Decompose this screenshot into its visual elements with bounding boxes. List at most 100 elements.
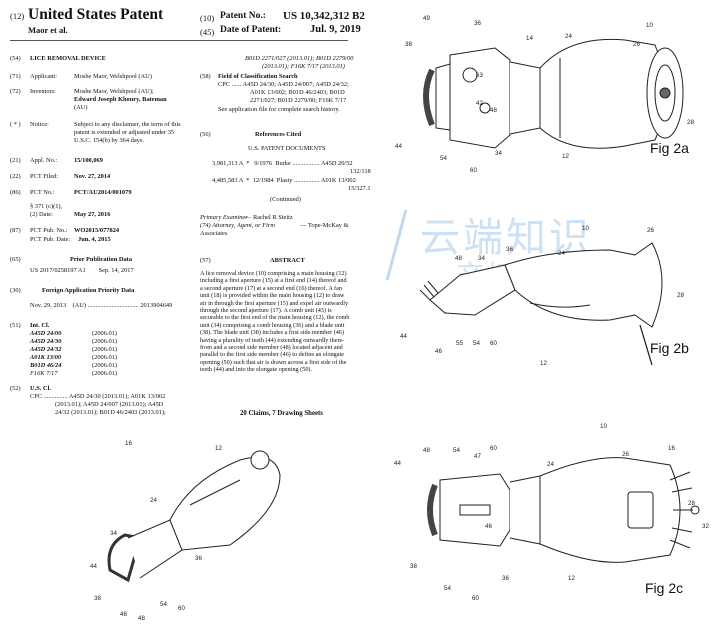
header-rule — [10, 40, 348, 41]
abstract-line: opening (50) such that air is drawn acro… — [200, 358, 347, 366]
ref-num: 60 — [490, 445, 497, 452]
kind-code-10: (10) — [200, 13, 215, 23]
ref-num: 60 — [472, 595, 479, 602]
cpc-line-1: CPC ............... A45D 24/30 (2013.01)… — [30, 393, 166, 400]
patent-no-label: Patent No.: — [220, 11, 266, 21]
ref-num: 32 — [702, 523, 709, 530]
ref-num: 54 — [160, 601, 167, 608]
ref-num: 60 — [470, 167, 477, 174]
abstract-line: A lice removal device (10) comprising a … — [200, 270, 347, 277]
cpc-continued-2: (2013.01); F16K 7/17 (2013.01) — [262, 63, 345, 70]
us-docs-title: U.S. PATENT DOCUMENTS — [248, 145, 326, 152]
ref-num: 34 — [478, 255, 485, 262]
figure-2a: 49 36 10 38 63 14 24 26 42 48 28 44 54 6… — [395, 15, 694, 174]
ref-num: 28 — [677, 292, 684, 299]
cpc-continued-1: B01D 2271/027 (2013.01); B01D 2279/00 — [245, 55, 354, 62]
fig-2b-label: Fig 2b — [650, 340, 689, 356]
reference-1: 3,981,313 A * 9/1976 Burke .............… — [212, 160, 353, 167]
applicant-name: Moshe Maor, Welshpool (AU) — [74, 73, 152, 80]
fig-2a-label: Fig 2a — [650, 140, 689, 156]
ref-num: 46 — [120, 611, 127, 618]
ref-num: 26 — [633, 41, 640, 48]
notice-row: ( * ) Notice: Subject to any disclaimer,… — [10, 121, 181, 144]
ref-num: 42 — [476, 100, 483, 107]
inventor-short: Maor et al. — [28, 25, 68, 35]
ref-num: 46 — [435, 348, 442, 355]
ref-num: 10 — [646, 22, 653, 29]
kind-code-12: (12) — [10, 11, 25, 21]
reference-2-class: 15/327.1 — [348, 185, 371, 192]
prior-pub-row: US 2017/0258197 A1 Sep. 14, 2017 — [30, 267, 134, 274]
ref-num: 44 — [400, 333, 407, 340]
abstract-line: from and a second side member (48) locat… — [200, 344, 343, 352]
abstract-line: having a plurality of teeth (44) extendi… — [200, 336, 345, 344]
ref-num: 38 — [94, 595, 101, 602]
intcl-item: B01D 46/24 (2006.01) — [30, 362, 118, 369]
ref-num: 38 — [410, 563, 417, 570]
abstract-line: through the second aperture (17). A comb… — [200, 307, 332, 315]
ref-num: 36 — [506, 246, 513, 253]
cpc-line-3: 24/32 (2013.01); B01D 46/2403 (2013.01); — [55, 409, 166, 416]
intcl-item: F16K 7/17 (2006.01) — [30, 370, 118, 377]
abstract-line: a second aperture (17) at a second end (… — [200, 284, 342, 292]
patent-date: Jul. 9, 2019 — [310, 24, 361, 35]
figure-2c: 10 48 54 47 60 24 26 16 44 46 38 54 60 3… — [394, 423, 709, 602]
attorney-row-2: Associates — [200, 230, 228, 237]
foreign-row: Nov. 29, 2013 (AU) .....................… — [30, 302, 173, 309]
ref-num: 54 — [473, 340, 480, 347]
invention-title: LICE REMOVAL DEVICE — [30, 55, 106, 62]
ref-num: 10 — [600, 423, 607, 430]
ref-num: 44 — [90, 563, 97, 570]
ref-num: 36 — [195, 555, 202, 562]
ref-num: 48 — [455, 255, 462, 262]
document-title: United States Patent — [28, 6, 164, 23]
cpc-line-2: (2013.01); A45D 24/007 (2013.01); A45D — [55, 401, 164, 408]
ref-num: 12 — [540, 360, 547, 367]
s371-date-row: (2) Date: May 27, 2016 — [30, 211, 111, 218]
ref-num: 49 — [423, 15, 430, 22]
abstract-line: including a first aperture (15) at a fir… — [200, 277, 347, 285]
intcl-item: A45D 24/00 (2006.01) — [30, 330, 118, 337]
kind-code-45: (45) — [200, 27, 215, 37]
ref-num: 12 — [215, 445, 222, 452]
ref-num: 12 — [562, 153, 569, 160]
ref-num: 28 — [688, 500, 695, 507]
field-line-4: See application file for complete search… — [218, 106, 340, 113]
intcl-item: A45D 24/30 (2006.01) — [30, 338, 118, 345]
ref-num: 60 — [490, 340, 497, 347]
abstract-line: air in through the first aperture (15) a… — [200, 299, 349, 307]
patent-number: US 10,342,312 B2 — [283, 10, 365, 22]
intcl-item: A01K 13/00 (2006.01) — [30, 354, 118, 361]
ref-num: 47 — [474, 453, 481, 460]
ref-num: 24 — [565, 33, 572, 40]
pct-pub-date-row: PCT Pub. Date: Jun. 4, 2015 — [30, 236, 111, 243]
abstract-line: (38). The blade unit (38) includes a fir… — [200, 329, 345, 337]
examiner-row: Primary Examiner — Rachel R Steitz — [200, 214, 293, 221]
abstract-line: unit (34) comprising a comb housing (36)… — [200, 321, 345, 329]
ref-num: 46 — [485, 523, 492, 530]
ref-num: 14 — [526, 35, 533, 42]
abstract-body: A lice removal device (10) comprising a … — [200, 270, 376, 374]
ref-num: 38 — [405, 41, 412, 48]
abstract-line: teeth (44) and into the elongate opening… — [200, 366, 313, 374]
field-line-2: A01K 13/002; B01D 46/2403; B01D — [250, 89, 345, 96]
reference-1-class: 132/118 — [350, 168, 371, 175]
ref-num: 36 — [474, 20, 481, 27]
ref-num: 26 — [622, 451, 629, 458]
figure-2b: 10 26 48 34 36 24 44 46 55 54 60 12 28 — [400, 225, 684, 367]
inventors-row: (72) Inventors: Moshe Maor, Welshpool (A… — [10, 88, 167, 111]
ref-num: 24 — [547, 461, 554, 468]
ref-num: 48 — [138, 615, 145, 622]
ref-num: 34 — [110, 530, 117, 537]
date-label: Date of Patent: — [220, 25, 282, 35]
s371-row: § 371 (c)(1), — [30, 203, 63, 210]
ref-num: 54 — [444, 585, 451, 592]
ref-num: 28 — [687, 119, 694, 126]
claims-count: 20 Claims, 7 Drawing Sheets — [240, 410, 323, 417]
ref-num: 24 — [558, 250, 565, 257]
ref-num: 55 — [456, 340, 463, 347]
ref-num: 16 — [668, 445, 675, 452]
ref-num: 54 — [453, 447, 460, 454]
ref-num: 36 — [502, 575, 509, 582]
front-page-drawing: 16 12 24 34 36 44 38 46 48 54 60 — [90, 440, 281, 622]
